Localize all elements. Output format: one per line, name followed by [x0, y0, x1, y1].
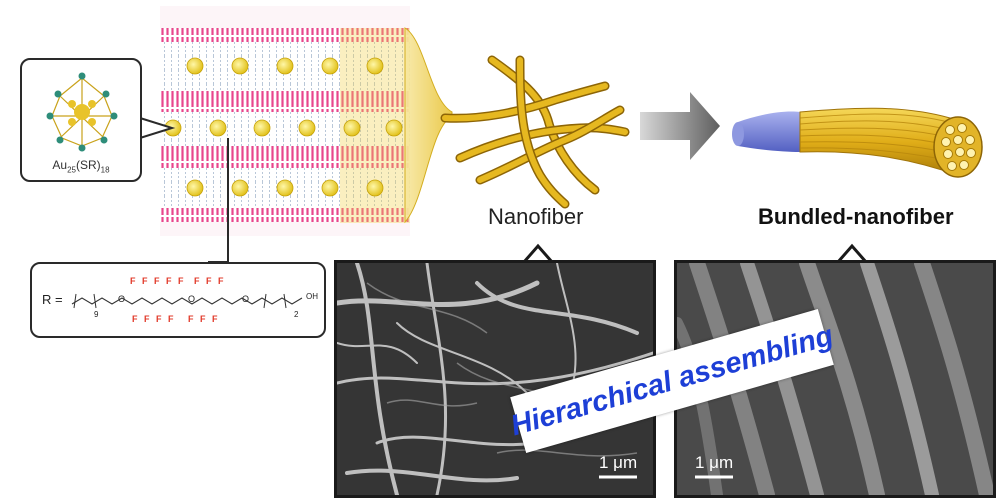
subscript-b: 2 — [294, 310, 299, 319]
cluster-structure-box: Au25(SR)18 — [20, 58, 142, 182]
bundled-nanofiber-label: Bundled-nanofiber — [758, 204, 954, 229]
fan-connector — [404, 27, 453, 224]
nanofiber-label: Nanofiber — [488, 204, 584, 229]
formula-terminal: OH — [306, 292, 318, 301]
oxygen-2: O — [188, 294, 196, 304]
nanofiber-illustration — [440, 55, 630, 209]
scale-label-left: 1 μm — [599, 453, 638, 472]
au25-cluster-icon — [46, 72, 118, 152]
ligand-chain — [71, 293, 303, 309]
oxygen-3: O — [242, 294, 250, 304]
cluster-label: Au25(SR)18 — [52, 158, 110, 175]
process-arrow — [640, 92, 720, 160]
lamellar-structure — [160, 6, 410, 236]
formula-prefix: R = — [42, 292, 63, 307]
ligand-formula-box: R = 9 O O O 2 OH F F F F F F F F F F F F… — [30, 262, 326, 338]
scale-label-right: 1 μm — [695, 453, 734, 472]
bundled-nanofiber-illustration — [732, 107, 983, 178]
cluster-lattice — [164, 57, 403, 197]
bundled-pointer — [836, 243, 868, 263]
nanofiber-pointer — [522, 243, 554, 263]
oxygen-1: O — [118, 294, 126, 304]
subscript-a: 9 — [94, 310, 99, 319]
